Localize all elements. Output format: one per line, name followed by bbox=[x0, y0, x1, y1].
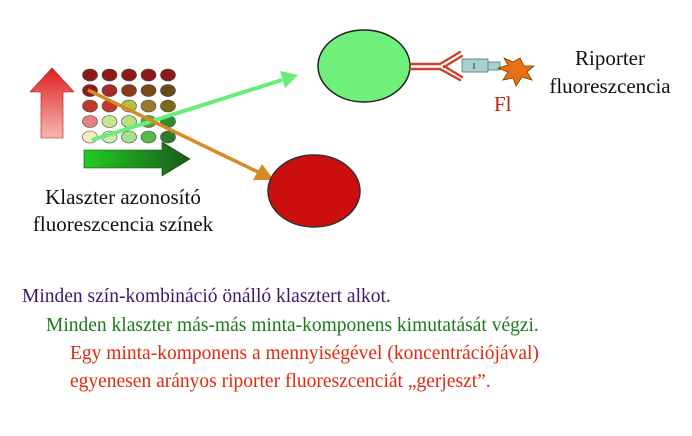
reporter-label-line1: Riporter bbox=[575, 46, 645, 70]
bead-r4-c1 bbox=[82, 115, 98, 128]
bead-r5-c5 bbox=[160, 130, 176, 144]
bead-r3-c1 bbox=[82, 99, 98, 113]
antibody-icon bbox=[408, 50, 464, 82]
arrow-to-green-bead bbox=[91, 71, 298, 142]
statement-3: Egy minta-komponens a mennyiségével (kon… bbox=[70, 343, 539, 364]
bead-r1-c1 bbox=[82, 68, 98, 82]
bead-r1-c4 bbox=[140, 68, 157, 82]
intensity-right-arrow-icon bbox=[83, 141, 191, 177]
bead-r4-c2 bbox=[101, 115, 118, 128]
reporter-linker-icon bbox=[461, 58, 501, 73]
bead-r1-c5 bbox=[160, 68, 176, 82]
fluorophore-tag: Fl bbox=[494, 92, 512, 116]
cluster-label-line2: fluoreszcencia színek bbox=[32, 212, 214, 236]
bead-r5-c3 bbox=[121, 130, 137, 144]
green-cluster-bead bbox=[317, 29, 411, 103]
intensity-up-arrow-icon bbox=[29, 67, 75, 139]
statement-4: egyenesen arányos riporter fluoreszcenci… bbox=[70, 371, 491, 392]
arrow-to-red-bead bbox=[87, 88, 274, 180]
cluster-label-line1: Klaszter azonosító bbox=[45, 185, 201, 209]
bead-r2-c2 bbox=[101, 84, 118, 97]
reporter-fluorescence-label: Riporter fluoreszcencia bbox=[530, 44, 690, 100]
bead-r5-c4 bbox=[140, 130, 157, 144]
bead-r1-c2 bbox=[101, 68, 118, 82]
reporter-label-line2: fluoreszcencia bbox=[549, 74, 671, 98]
bead-r2-c3 bbox=[121, 84, 137, 97]
bead-r2-c5 bbox=[160, 84, 176, 97]
statement-2: Minden klaszter más-más minta-komponens … bbox=[46, 315, 539, 336]
bead-r3-c4 bbox=[140, 99, 157, 113]
bead-color-grid bbox=[82, 68, 176, 144]
red-cluster-bead bbox=[267, 154, 361, 228]
cluster-color-label: Klaszter azonosító fluoreszcencia színek bbox=[18, 184, 228, 238]
statement-1: Minden szín-kombináció önálló klasztert … bbox=[22, 286, 391, 307]
bead-r3-c5 bbox=[160, 99, 176, 113]
bead-r1-c3 bbox=[121, 68, 137, 82]
bead-r2-c4 bbox=[140, 84, 157, 97]
fluorophore-star-icon bbox=[496, 57, 536, 87]
